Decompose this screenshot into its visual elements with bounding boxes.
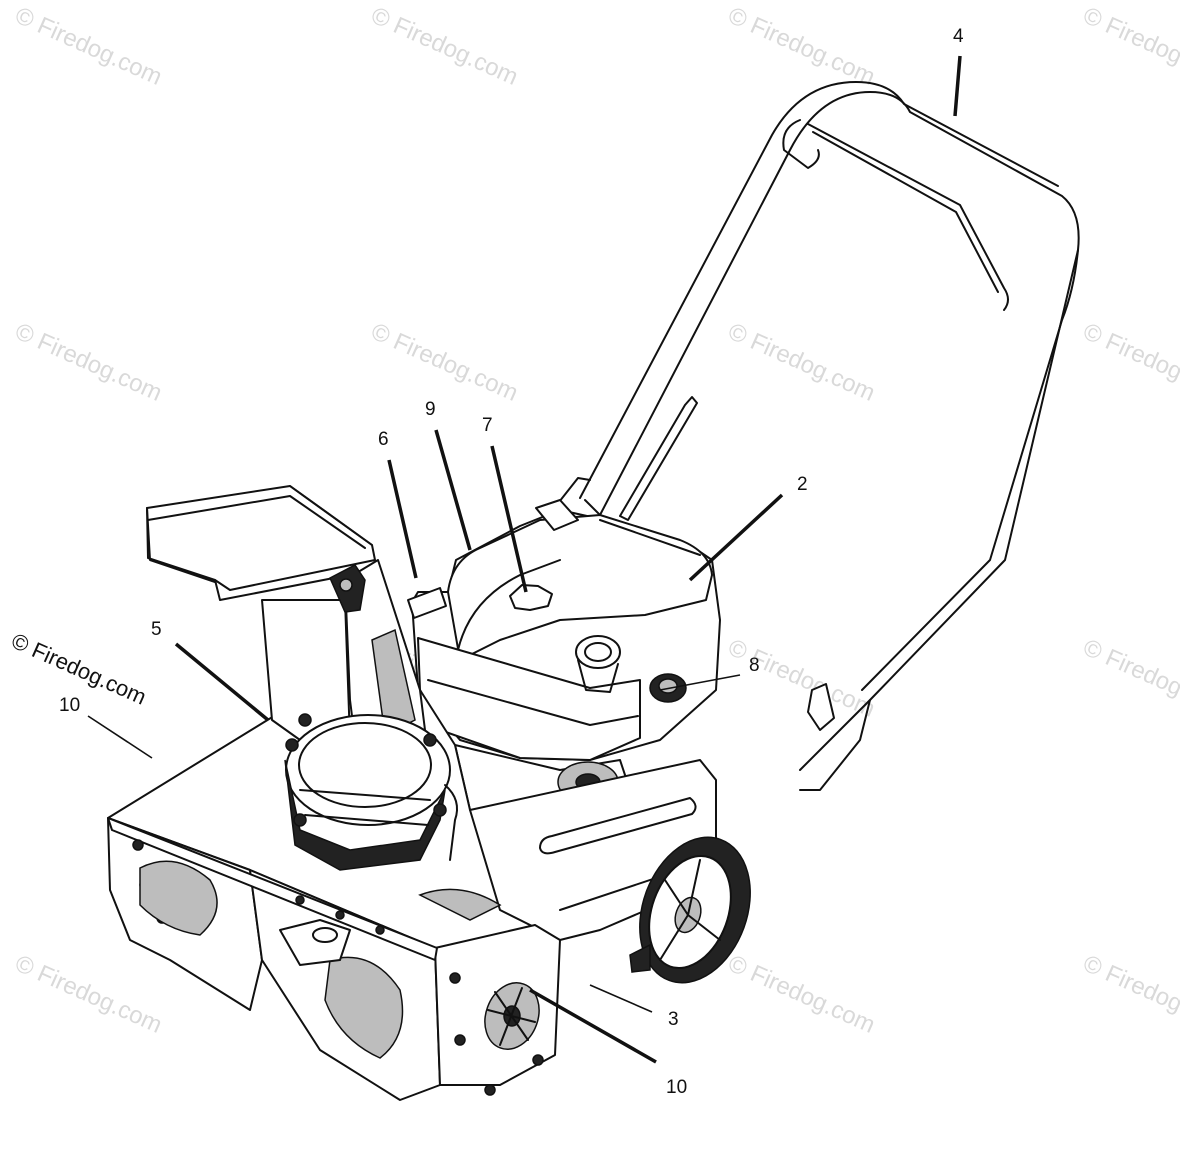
engine: [407, 499, 721, 829]
callout-3: 3: [668, 1009, 679, 1030]
callout-9: 9: [425, 399, 436, 420]
leader-10-bottom: [529, 988, 657, 1064]
leader-4: [953, 55, 962, 117]
discharge-chute: [146, 485, 458, 871]
callout-10-bottom: 10: [666, 1077, 688, 1098]
leader-9: [434, 429, 472, 551]
leader-10-left: [87, 715, 153, 759]
leader-7: [490, 445, 528, 593]
callout-6: 6: [378, 429, 389, 450]
callout-10-left: 10: [59, 695, 81, 716]
callout-8: 8: [749, 655, 760, 676]
callout-2: 2: [797, 474, 808, 495]
leader-5: [174, 642, 270, 722]
leader-8: [659, 674, 741, 691]
leader-2: [688, 493, 784, 582]
callout-5: 5: [151, 619, 162, 640]
leader-3: [589, 984, 653, 1013]
wheel: [629, 836, 751, 984]
callout-7: 7: [482, 415, 493, 436]
leader-lines: [87, 55, 962, 1064]
callout-4: 4: [953, 26, 964, 47]
leader-6: [387, 459, 418, 579]
housing: [107, 689, 717, 1101]
